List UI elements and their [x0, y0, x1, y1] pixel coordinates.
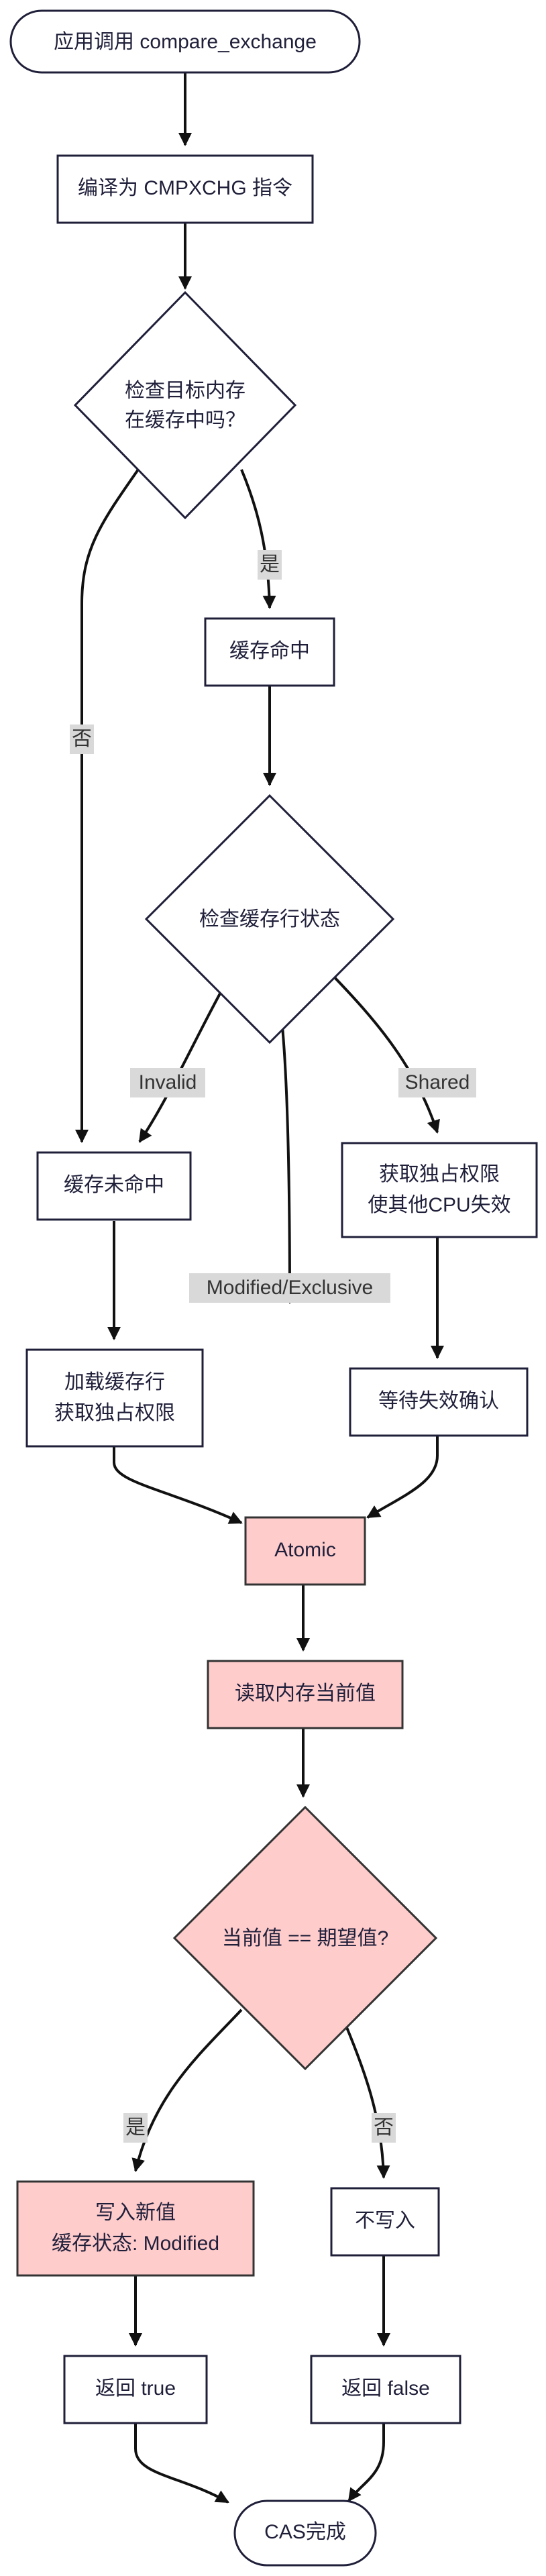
svg-text:检查目标内存: 检查目标内存	[125, 380, 245, 402]
node-check-cache: 检查目标内存 在缓存中吗？	[73, 290, 297, 520]
svg-text:是: 是	[125, 2116, 146, 2139]
node-check-state: 检查缓存行状态	[144, 794, 395, 1044]
node-compare: 当前值 == 期望值?	[172, 1805, 438, 2071]
edge-label-yes-write: 是	[123, 2113, 148, 2143]
node-write: 写入新值 缓存状态: Modified	[16, 2180, 255, 2277]
edge-check-hit	[240, 469, 276, 609]
edge-true-done	[134, 2422, 229, 2504]
svg-text:Modified/Exclusive: Modified/Exclusive	[207, 1277, 373, 1299]
node-atomic: Atomic	[244, 1516, 366, 1586]
node-done: CAS完成	[233, 2500, 377, 2567]
svg-text:获取独占权限: 获取独占权限	[379, 1163, 500, 1185]
edge-compare-write	[131, 2008, 243, 2172]
node-acquire: 获取独占权限 使其他CPU失效	[341, 1142, 538, 1238]
node-compile: 编译为 CMPXCHG 指令	[56, 154, 314, 224]
svg-text:写入新值: 写入新值	[95, 2202, 176, 2224]
svg-text:获取独占权限: 获取独占权限	[54, 1402, 175, 1424]
edge-label-yes-hit: 是	[258, 550, 282, 580]
node-hit: 缓存命中	[204, 617, 335, 687]
edge-false-done	[347, 2422, 385, 2502]
edge-state-acquire	[329, 971, 440, 1134]
svg-text:返回 true: 返回 true	[95, 2377, 176, 2400]
svg-text:是: 是	[260, 553, 280, 576]
edge-label-no-miss: 否	[70, 724, 94, 754]
svg-text:否: 否	[72, 728, 92, 750]
edge-label-modified-exclusive: Modified/Exclusive	[189, 1273, 390, 1303]
svg-text:加载缓存行: 加载缓存行	[64, 1371, 165, 1393]
svg-text:否: 否	[374, 2116, 394, 2139]
svg-text:缓存未命中: 缓存未命中	[64, 1174, 164, 1196]
svg-text:不写入: 不写入	[355, 2210, 415, 2232]
svg-text:应用调用 compare_exchange: 应用调用 compare_exchange	[54, 31, 317, 53]
svg-text:在缓存中吗？: 在缓存中吗？	[125, 409, 245, 431]
svg-text:缓存命中: 缓存命中	[229, 640, 310, 662]
edge-label-invalid: Invalid	[130, 1068, 205, 1097]
svg-text:编译为 CMPXCHG 指令: 编译为 CMPXCHG 指令	[78, 177, 292, 199]
edge-labels: 是 否 Invalid Shared Modified/Exclusive 是 …	[70, 550, 476, 2143]
node-wait: 等待失效确认	[349, 1367, 529, 1437]
svg-text:缓存状态: Modified: 缓存状态: Modified	[52, 2233, 219, 2255]
edge-load-atomic	[113, 1438, 243, 1524]
svg-text:读取内存当前值: 读取内存当前值	[235, 1682, 376, 1705]
svg-text:返回 false: 返回 false	[341, 2377, 430, 2400]
node-read: 读取内存当前值	[207, 1660, 404, 1729]
svg-text:等待失效确认: 等待失效确认	[378, 1390, 499, 1412]
edge-label-shared: Shared	[398, 1068, 476, 1097]
node-miss: 缓存未命中	[36, 1151, 192, 1221]
node-return-true: 返回 true	[63, 2355, 208, 2424]
edge-wait-atomic	[366, 1426, 439, 1519]
edge-label-no-write: 否	[372, 2113, 396, 2143]
svg-text:Shared: Shared	[405, 1071, 470, 1093]
edge-state-atomic	[280, 1019, 296, 1304]
svg-text:检查缓存行状态: 检查缓存行状态	[199, 908, 340, 930]
node-return-false: 返回 false	[310, 2355, 461, 2424]
edge-check-miss	[75, 468, 140, 1143]
node-start: 应用调用 compare_exchange	[9, 9, 361, 74]
svg-text:当前值 == 期望值?: 当前值 == 期望值?	[222, 1927, 388, 1949]
nodes: 应用调用 compare_exchange 编译为 CMPXCHG 指令 检查目…	[9, 9, 538, 2567]
edge-state-miss	[138, 985, 225, 1143]
svg-text:Atomic: Atomic	[274, 1539, 336, 1561]
edge-compare-nowrite	[345, 2025, 390, 2179]
node-load: 加载缓存行 获取独占权限	[25, 1348, 204, 1448]
svg-text:使其他CPU失效: 使其他CPU失效	[368, 1194, 510, 1216]
svg-text:Invalid: Invalid	[139, 1071, 197, 1093]
svg-text:CAS完成: CAS完成	[264, 2521, 346, 2543]
node-nowrite: 不写入	[330, 2187, 440, 2257]
